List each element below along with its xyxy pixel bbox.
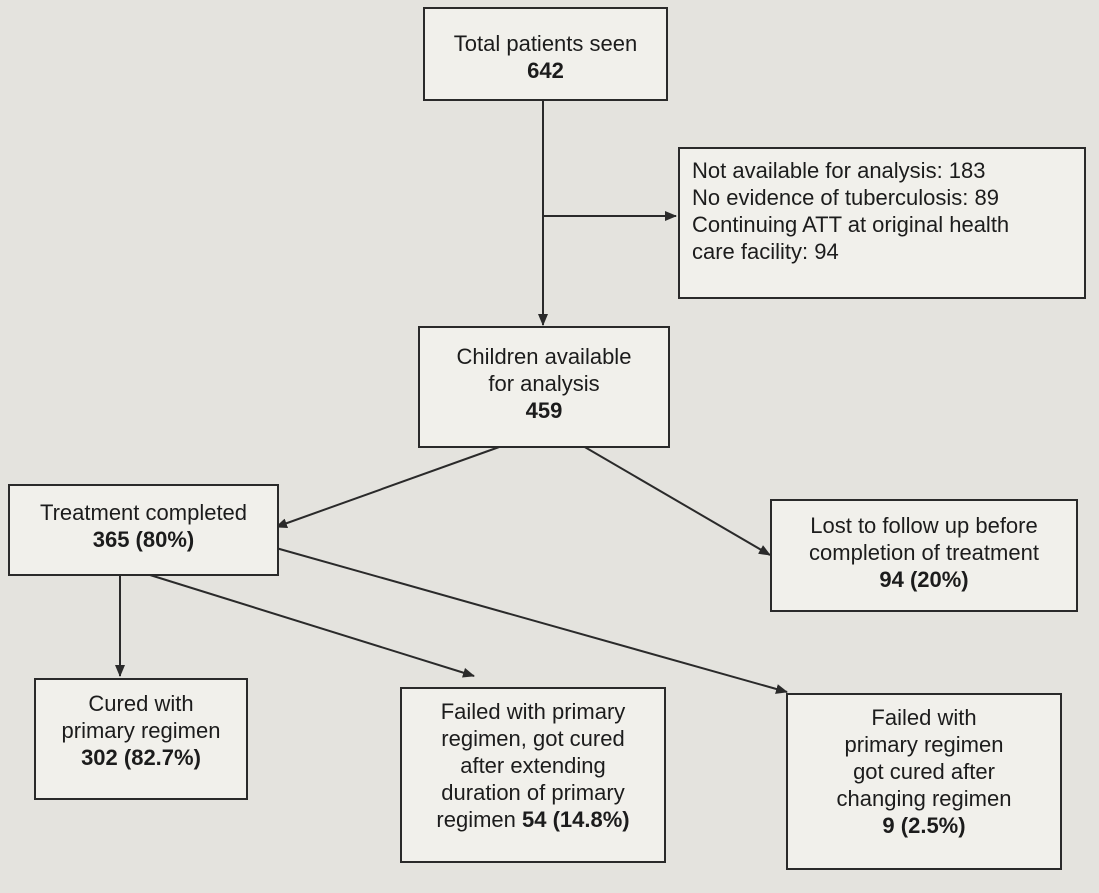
arrow-children-to-lost — [582, 445, 771, 556]
failed-extended-line-2: regimen, got cured — [441, 726, 625, 751]
lost-value: 94 (20%) — [879, 567, 969, 592]
failed-changed-value: 9 (2.5%) — [882, 813, 966, 838]
treatment-completed-box: Treatment completed 365 (80%) — [8, 484, 279, 576]
failed-changed-line-4: changing regimen — [836, 786, 1012, 811]
failed-extended-box: Failed with primary regimen, got cured a… — [400, 687, 666, 863]
cured-value: 302 (82.7%) — [81, 745, 201, 770]
total-patients-value: 642 — [527, 58, 564, 83]
failed-extended-prefix: regimen — [436, 807, 522, 832]
children-available-label-1: Children available — [456, 344, 632, 369]
failed-changed-line-3: got cured after — [853, 759, 995, 784]
children-available-label-2: for analysis — [488, 371, 600, 396]
failed-extended-line-3: after extending — [460, 753, 606, 778]
cured-label-2: primary regimen — [61, 718, 221, 743]
excluded-care-facility: care facility: 94 — [692, 239, 839, 264]
excluded-continuing-att: Continuing ATT at original health — [692, 212, 1010, 237]
excluded-box: Not available for analysis: 183 No evide… — [678, 147, 1086, 299]
treatment-completed-label: Treatment completed — [39, 500, 248, 525]
cured-label-1: Cured with — [88, 691, 194, 716]
failed-extended-value: 54 (14.8%) — [521, 807, 630, 832]
cured-primary-box: Cured with primary regimen 302 (82.7%) — [34, 678, 248, 800]
lost-to-follow-up-box: Lost to follow up before completion of t… — [770, 499, 1078, 612]
failed-extended-line-5: regimen 54 (14.8%) — [402, 806, 664, 833]
excluded-no-evidence: No evidence of tuberculosis: 89 — [692, 185, 999, 210]
failed-extended-line-1: Failed with primary — [440, 699, 626, 724]
children-available-value: 459 — [525, 398, 563, 423]
lost-label-2: completion of treatment — [809, 540, 1039, 565]
excluded-not-available: Not available for analysis: 183 — [692, 158, 986, 183]
arrow-treatment-to-failed-changed — [275, 547, 788, 694]
total-patients-box: Total patients seen 642 — [423, 7, 668, 101]
failed-changed-box: Failed with primary regimen got cured af… — [786, 693, 1062, 870]
failed-changed-line-1: Failed with — [871, 705, 977, 730]
arrow-children-to-treatment — [275, 445, 503, 528]
lost-label-1: Lost to follow up before — [810, 513, 1038, 538]
children-available-box: Children available for analysis 459 — [418, 326, 670, 448]
failed-extended-line-4: duration of primary — [441, 780, 625, 805]
treatment-completed-value: 365 (80%) — [92, 527, 195, 552]
arrow-treatment-to-failed-extended — [149, 574, 475, 678]
failed-changed-line-2: primary regimen — [844, 732, 1004, 757]
total-patients-label: Total patients seen — [453, 31, 638, 56]
